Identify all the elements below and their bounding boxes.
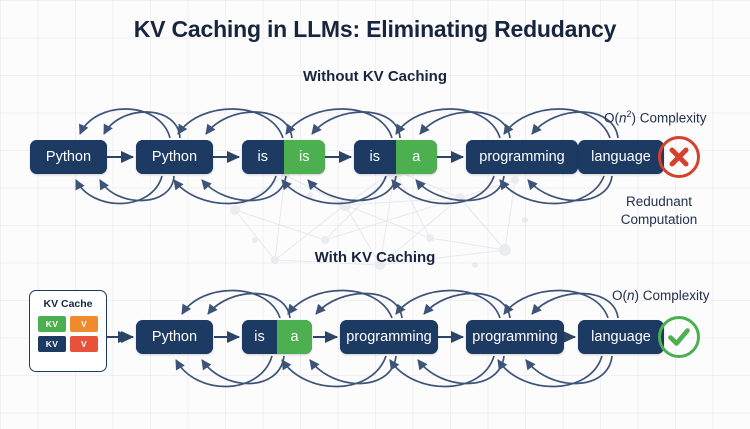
check-circle-icon — [658, 316, 700, 358]
token-box[interactable]: programming — [466, 320, 564, 354]
token-segment: language — [578, 320, 664, 354]
page-title: KV Caching in LLMs: Eliminating Redudanc… — [133, 16, 617, 42]
note-line-1: Redudnant — [625, 194, 693, 209]
token-segment: Python — [136, 140, 213, 174]
token-box[interactable]: language — [578, 320, 664, 354]
token-segment: Python — [30, 140, 107, 174]
kv-cache-cell: V — [70, 316, 98, 332]
complexity-variable: n — [619, 110, 627, 126]
complexity-tail: ) Complexity — [634, 288, 710, 303]
check-glyph — [668, 328, 690, 346]
token-segment-new: is — [283, 140, 325, 174]
token-box[interactable]: is a — [242, 320, 312, 354]
token-box[interactable]: Python — [30, 140, 107, 174]
token-box[interactable]: is is — [242, 140, 325, 174]
token-box[interactable]: Python — [136, 320, 213, 354]
complexity-exponent: 2 — [626, 109, 632, 119]
kv-cache-panel[interactable]: KV Cache KV V KV V — [29, 290, 107, 372]
complexity-label-bottom: O(n) Complexity — [612, 287, 710, 305]
token-segment: is — [242, 140, 284, 174]
kv-cache-grid: KV V KV V — [30, 316, 106, 352]
kv-cache-title: KV Cache — [43, 298, 93, 310]
complexity-base: O( — [604, 110, 619, 126]
kv-cache-cell: KV — [38, 316, 66, 332]
token-segment: programming — [340, 320, 438, 354]
kv-cache-cell: KV — [38, 336, 66, 352]
token-segment: is — [242, 320, 277, 354]
cross-circle-icon — [658, 136, 700, 178]
token-box[interactable]: Python — [136, 140, 213, 174]
kv-cache-cell: V — [70, 336, 98, 352]
complexity-label-top: O(n2) Complexity — [604, 108, 707, 128]
complexity-tail: ) Complexity — [631, 110, 707, 126]
token-segment-new: a — [395, 140, 437, 174]
kv-cache-connector — [106, 330, 132, 343]
section-subtitle-without-cache: Without KV Caching — [302, 68, 448, 85]
token-box[interactable]: language — [578, 140, 664, 174]
complexity-variable: n — [627, 288, 635, 303]
token-segment: programming — [466, 140, 578, 174]
section-subtitle-with-cache: With KV Caching — [314, 249, 436, 266]
token-segment: Python — [136, 320, 213, 354]
token-box[interactable]: programming — [340, 320, 438, 354]
cross-glyph — [669, 147, 689, 167]
redundant-computation-note: Redudnant Computation — [604, 193, 714, 229]
note-line-2: Computation — [620, 212, 698, 228]
complexity-base: O( — [612, 288, 627, 303]
token-segment: is — [354, 140, 396, 174]
token-segment: language — [578, 140, 664, 174]
token-box[interactable]: programming — [466, 140, 578, 174]
token-segment: programming — [466, 320, 564, 354]
token-box[interactable]: is a — [354, 140, 437, 174]
token-segment-new: a — [277, 320, 312, 354]
